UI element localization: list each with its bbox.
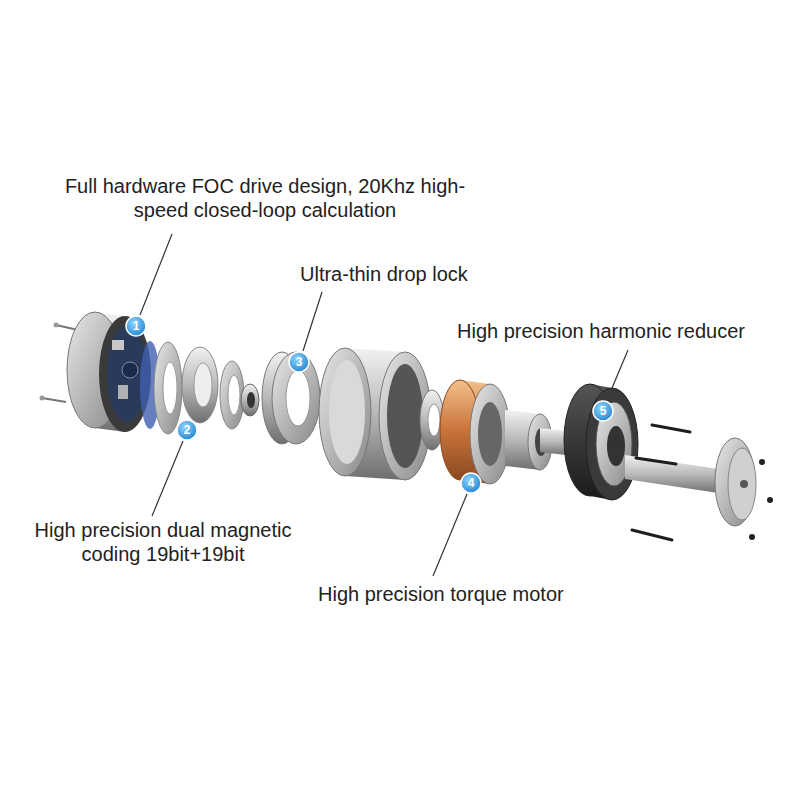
callout-number-text: 2 [176,419,198,441]
end-cap [67,312,151,432]
torque-motor [440,380,575,484]
callout-number-text: 1 [125,315,147,337]
part-label: Ultra-thin drop lock [300,262,468,286]
callout-circle-shape [289,352,309,372]
housing [319,348,431,480]
callout-circle-shape [593,401,613,421]
part-label: High precision dual magnetic coding 19bi… [8,518,318,566]
bolts [632,425,690,540]
callout-number: 2 [176,419,198,441]
callout-number-text: 5 [592,400,614,422]
callout-number-text: 3 [288,351,310,373]
callout-number-text: 4 [460,472,482,494]
callout-number: 1 [125,315,147,337]
part-label: High precision torque motor [318,582,564,606]
callout-number: 3 [288,351,310,373]
output-shaft [625,438,756,526]
callout-circle-shape [461,473,481,493]
part-label: Full hardware FOC drive design, 20Khz hi… [55,174,475,222]
encoder-rings [140,341,259,434]
callout-circle-shape [126,316,146,336]
nuts [749,459,773,540]
callout-number: 4 [460,472,482,494]
part-label: High precision harmonic reducer [457,319,745,343]
harmonic-reducer [564,384,638,500]
callout-number: 5 [592,400,614,422]
drop-lock [262,352,320,444]
callout-circle-shape [177,420,197,440]
